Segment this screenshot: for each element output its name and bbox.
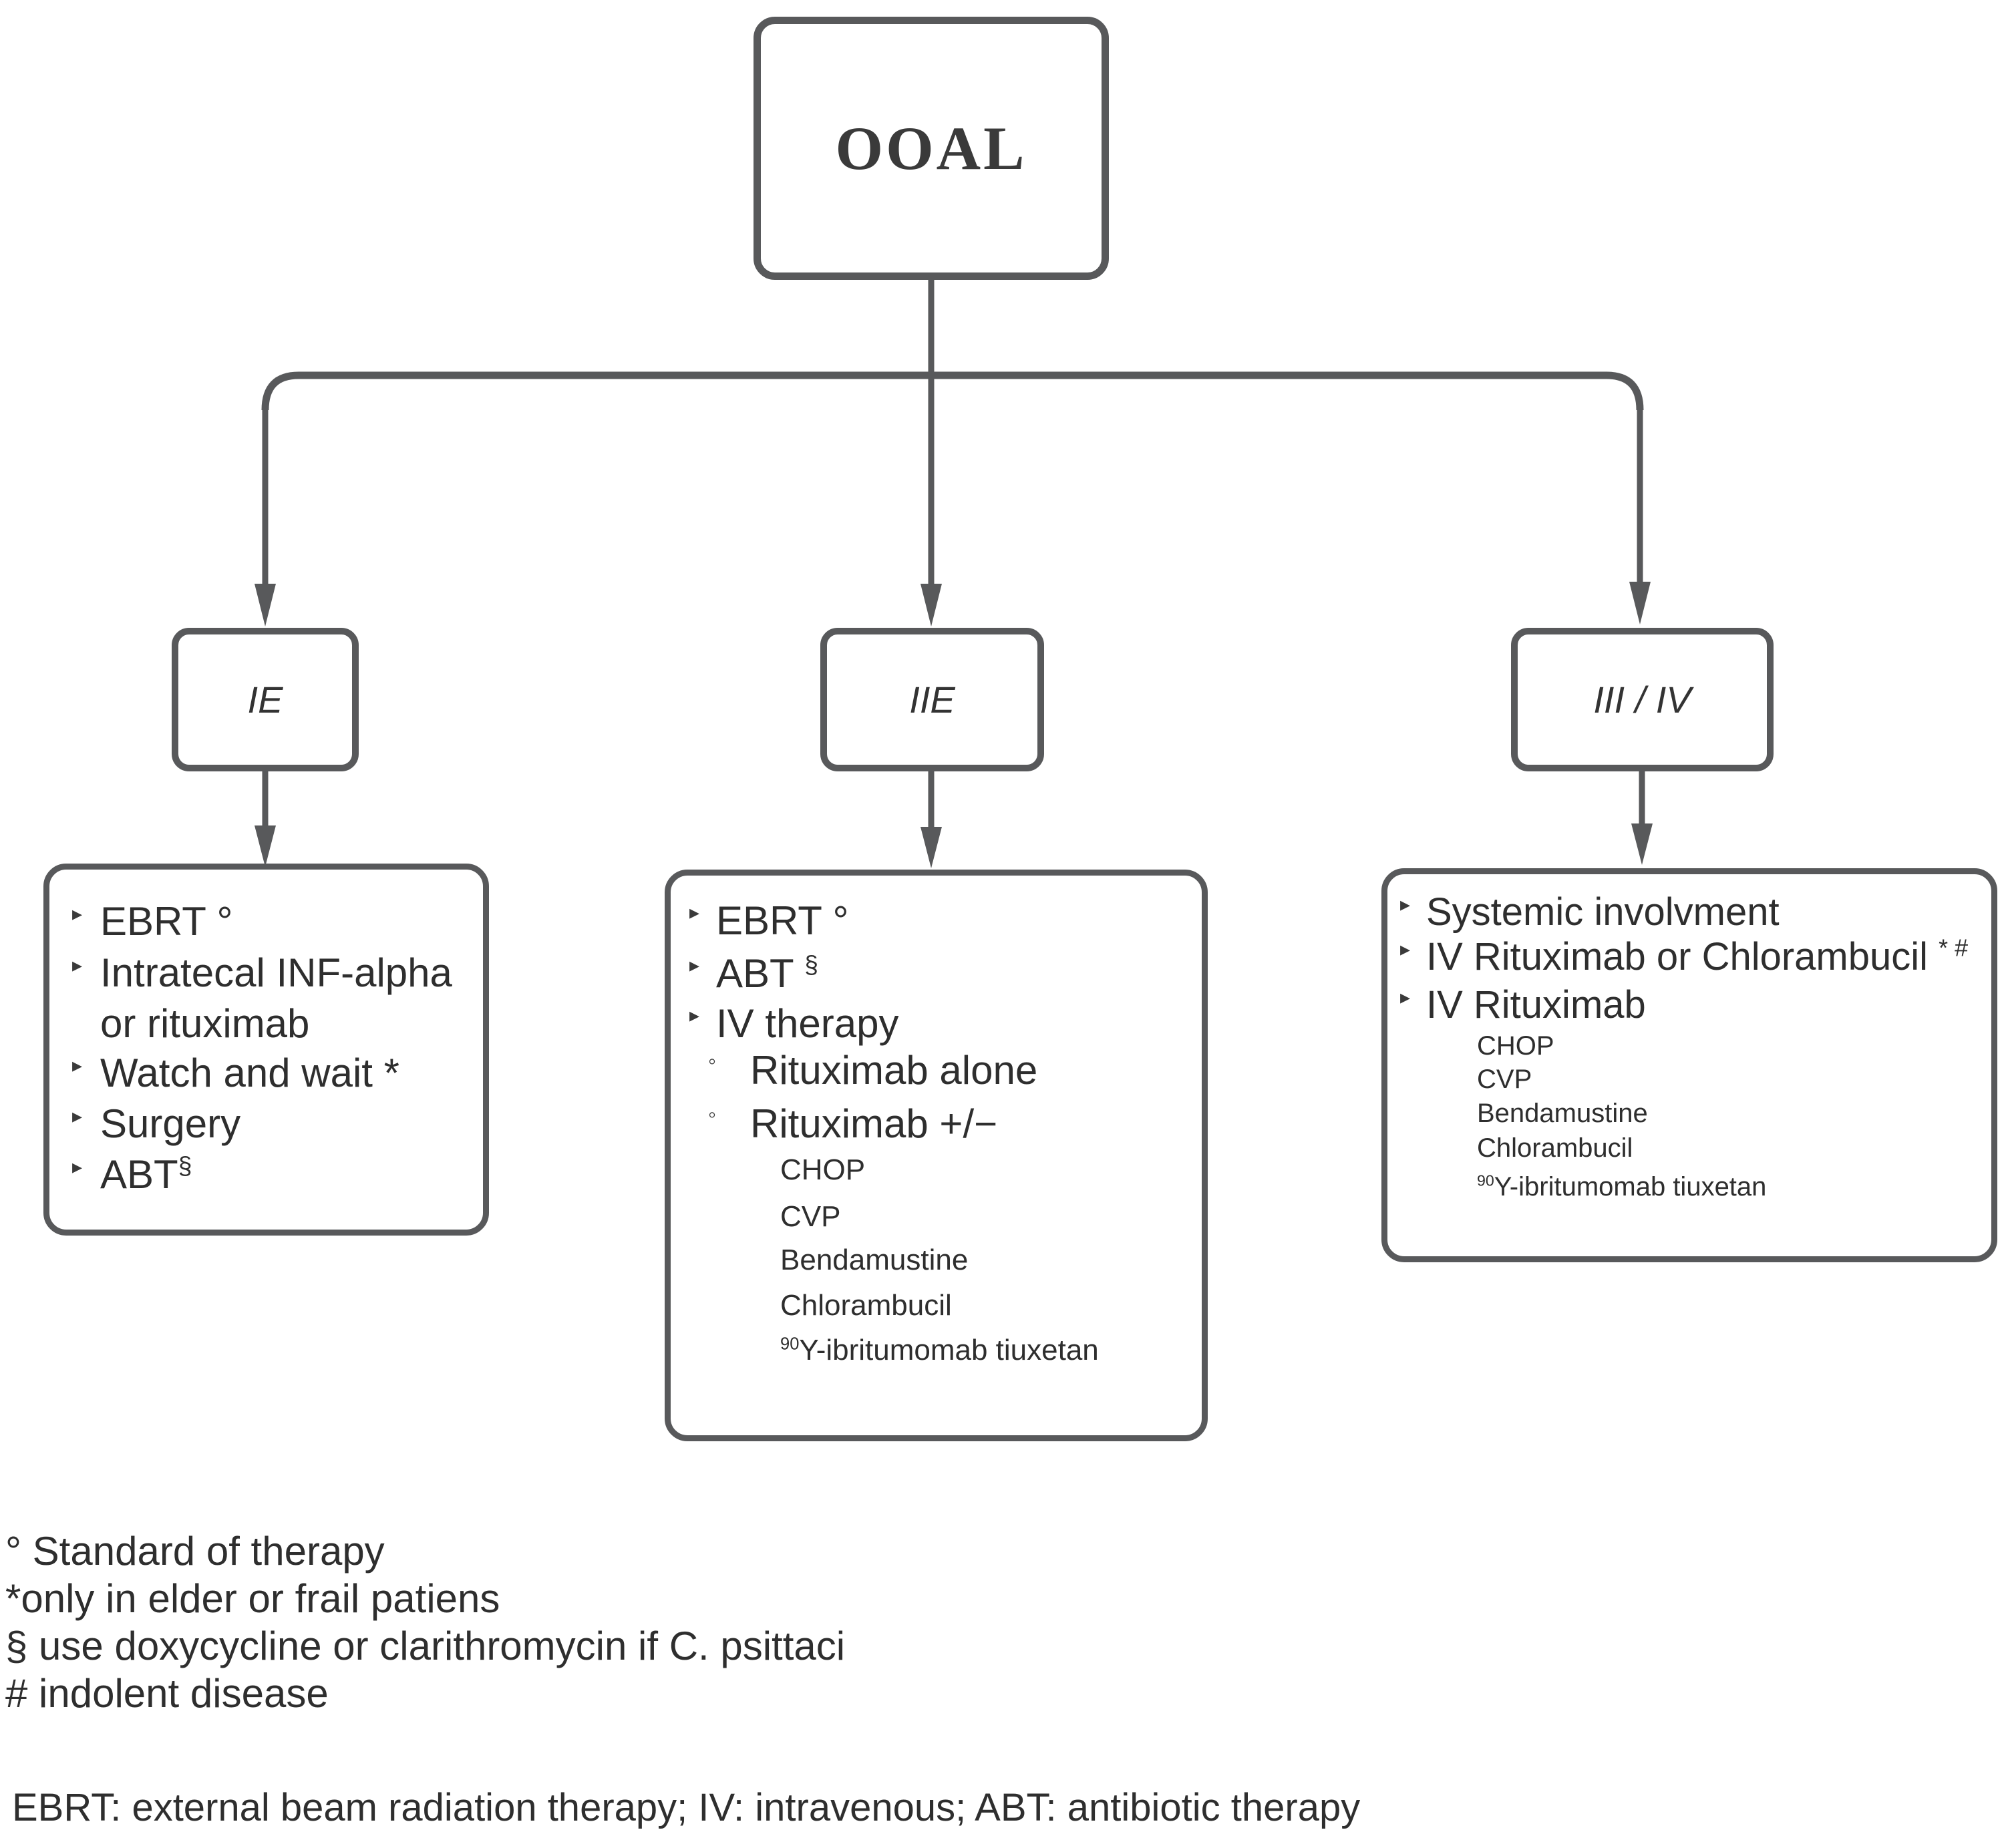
item-text: EBRT °: [100, 899, 233, 944]
item-text: CVP: [1477, 1065, 1532, 1094]
stage-box-iii-iv: III / IV: [1511, 628, 1774, 771]
list-item: ▸ Systemic involvment: [1387, 888, 1991, 936]
item-text: Bendamustine: [780, 1244, 969, 1276]
item-text: Bendamustine: [1477, 1099, 1648, 1128]
triangle-bullet-icon: ▸: [689, 1004, 700, 1027]
drug-list-item: Bendamustine: [1387, 1098, 1991, 1129]
triangle-bullet-icon: ▸: [72, 1055, 83, 1077]
drug-list-item: CHOP: [671, 1153, 1202, 1187]
drug-list-item: Chlorambucil: [1387, 1133, 1991, 1163]
circle-bullet-icon: ◦: [708, 1102, 717, 1127]
item-text: IV Rituximab: [1426, 983, 1646, 1027]
drug-list-item: 90Y-ibritumomab tiuxetan: [1387, 1171, 1991, 1202]
isotope-superscript: 90: [780, 1334, 800, 1354]
circle-bullet-icon: ◦: [708, 1049, 717, 1074]
list-item: ▸ EBRT °: [49, 896, 483, 947]
item-text: Surgery: [100, 1101, 241, 1146]
item-text: 90Y-ibritumomab tiuxetan: [780, 1334, 1099, 1366]
triangle-bullet-icon: ▸: [72, 1156, 83, 1178]
list-item: ▸ EBRT °: [671, 895, 1202, 946]
treatment-box-iie: ▸ EBRT ° ▸ ABT § ▸ IV therapy ◦ Rituxima…: [665, 870, 1208, 1441]
list-item: ▸ Surgery: [49, 1099, 483, 1149]
list-item: ▸ IV therapy: [671, 998, 1202, 1049]
item-text: EBRT °: [716, 898, 849, 943]
drug-list-item: CVP: [1387, 1064, 1991, 1095]
arrowheads: [255, 582, 1653, 868]
list-item: ▸ Intratecal INF-alpha or rituximab: [49, 948, 483, 1049]
item-text: IV therapy: [716, 1001, 899, 1046]
treatment-box-ie: ▸ EBRT ° ▸ Intratecal INF-alpha or ritux…: [43, 864, 489, 1236]
stage-box-iie: IIE: [820, 628, 1044, 771]
list-item: ▸ IV Rituximab: [1387, 981, 1991, 1029]
root-box-ooal: OOAL: [754, 17, 1109, 280]
footnote-elder: *only in elder or frail patiens: [5, 1576, 500, 1621]
footnote-antibiotic: § use doxycycline or clarithromycin if C…: [5, 1624, 846, 1668]
abbreviations-line: EBRT: external beam radiation therapy; I…: [12, 1786, 1361, 1829]
item-text: Chlorambucil: [780, 1289, 952, 1322]
list-item: ▸ ABT§: [49, 1149, 483, 1200]
item-text: ABT§: [100, 1151, 192, 1197]
item-text: Rituximab alone: [750, 1048, 1038, 1093]
item-text: CHOP: [780, 1153, 866, 1186]
drug-list-item: 90Y-ibritumomab tiuxetan: [671, 1334, 1202, 1367]
triangle-bullet-icon: ▸: [72, 903, 83, 925]
item-text: 90Y-ibritumomab tiuxetan: [1477, 1171, 1767, 1202]
drug-list-item: Chlorambucil: [671, 1289, 1202, 1322]
item-text: Rituximab +/−: [750, 1101, 998, 1146]
drug-list-item: Bendamustine: [671, 1244, 1202, 1277]
triangle-bullet-icon: ▸: [689, 902, 700, 924]
item-text: IV Rituximab or Chlorambucil * #: [1426, 934, 1969, 978]
stage-label-iii-iv: III / IV: [1593, 679, 1691, 721]
item-text: ABT §: [716, 950, 818, 996]
triangle-bullet-icon: ▸: [689, 954, 700, 976]
superscript: §: [804, 950, 818, 978]
item-text: Intratecal INF-alpha or rituximab: [100, 950, 452, 1046]
triangle-bullet-icon: ▸: [1400, 938, 1411, 960]
triangle-bullet-icon: ▸: [72, 1105, 83, 1127]
drug-list-item: CVP: [671, 1200, 1202, 1234]
stage-label-iie: IIE: [909, 679, 955, 721]
item-text: Systemic involvment: [1426, 890, 1780, 934]
sub-list-item: ◦ Rituximab alone: [671, 1045, 1202, 1096]
item-text: Chlorambucil: [1477, 1133, 1633, 1163]
root-label: OOAL: [835, 114, 1027, 182]
drug-list-item: CHOP: [1387, 1031, 1991, 1061]
superscript: §: [178, 1151, 192, 1179]
item-text: Watch and wait *: [100, 1051, 399, 1095]
triangle-bullet-icon: ▸: [72, 954, 83, 976]
treatment-box-iii-iv: ▸ Systemic involvment ▸ IV Rituximab or …: [1381, 868, 1997, 1262]
footnote-indolent: # indolent disease: [5, 1671, 329, 1716]
triangle-bullet-icon: ▸: [1400, 986, 1411, 1008]
list-item: ▸ IV Rituximab or Chlorambucil * #: [1387, 933, 1991, 981]
stage-box-ie: IE: [172, 628, 359, 771]
sub-list-item: ◦ Rituximab +/−: [671, 1098, 1202, 1149]
list-item: ▸ Watch and wait *: [49, 1048, 483, 1099]
triangle-bullet-icon: ▸: [1400, 894, 1411, 916]
footnotes-block: ° Standard of therapy *only in elder or …: [5, 1527, 845, 1717]
item-text: CHOP: [1477, 1031, 1554, 1061]
connector-paths: [261, 280, 1645, 828]
stage-label-ie: IE: [247, 679, 283, 721]
list-item: ▸ ABT §: [671, 948, 1202, 999]
footnote-standard: ° Standard of therapy: [5, 1529, 385, 1574]
isotope-superscript: 90: [1477, 1171, 1494, 1189]
superscript: * #: [1939, 934, 1969, 962]
item-text: CVP: [780, 1200, 841, 1233]
